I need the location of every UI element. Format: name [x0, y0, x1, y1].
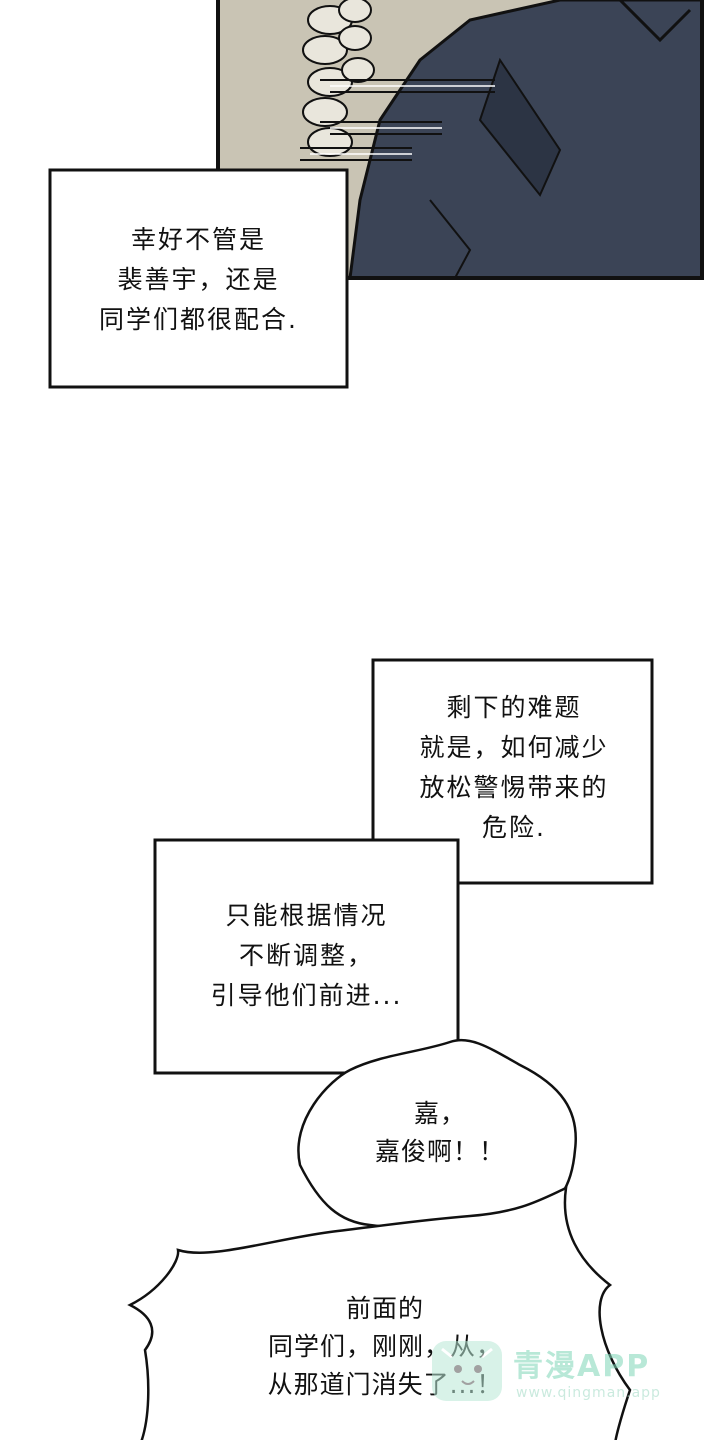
- speech-bubble-2-shape: [127, 1185, 632, 1440]
- caption-1: 幸好不管是 裴善宇，还是 同学们都很配合.: [50, 220, 347, 340]
- caption-2-line-4: 危险.: [482, 813, 546, 842]
- speech-bubble-1-line-2: 嘉俊啊！！: [374, 1137, 505, 1166]
- top-panel-border: [216, 0, 704, 280]
- speech-bubble-1: 嘉， 嘉俊啊！！: [320, 1095, 560, 1171]
- caption-1-line-3: 同学们都很配合.: [99, 305, 298, 334]
- caption-1-line-1: 幸好不管是: [130, 225, 266, 254]
- caption-3-line-2: 不断调整，: [238, 941, 374, 970]
- speech-bubble-2-line-1: 前面的: [345, 1294, 424, 1323]
- speed-lines: [300, 79, 495, 161]
- caption-1-line-2: 裴善宇，还是: [117, 265, 280, 294]
- caption-2: 剩下的难题 就是，如何减少 放松警惕带来的 危险.: [376, 688, 652, 848]
- speech-bubble-1-line-1: 嘉，: [413, 1099, 466, 1128]
- caption-box-1: [48, 168, 349, 389]
- caption-3: 只能根据情况 不断调整， 引导他们前进...: [155, 896, 458, 1016]
- caption-3-line-3: 引导他们前进...: [210, 981, 403, 1010]
- cat-logo-icon: [432, 1341, 502, 1401]
- caption-2-line-3: 放松警惕带来的: [419, 773, 609, 802]
- watermark-url: www.qingman.app: [516, 1385, 661, 1401]
- caption-2-line-1: 剩下的难题: [446, 693, 582, 722]
- caption-3-line-1: 只能根据情况: [225, 901, 388, 930]
- watermark-title: 青漫APP: [513, 1349, 651, 1384]
- app-watermark: 青漫APP www.qingman.app: [428, 1335, 698, 1410]
- caption-2-line-2: 就是，如何减少: [419, 733, 609, 762]
